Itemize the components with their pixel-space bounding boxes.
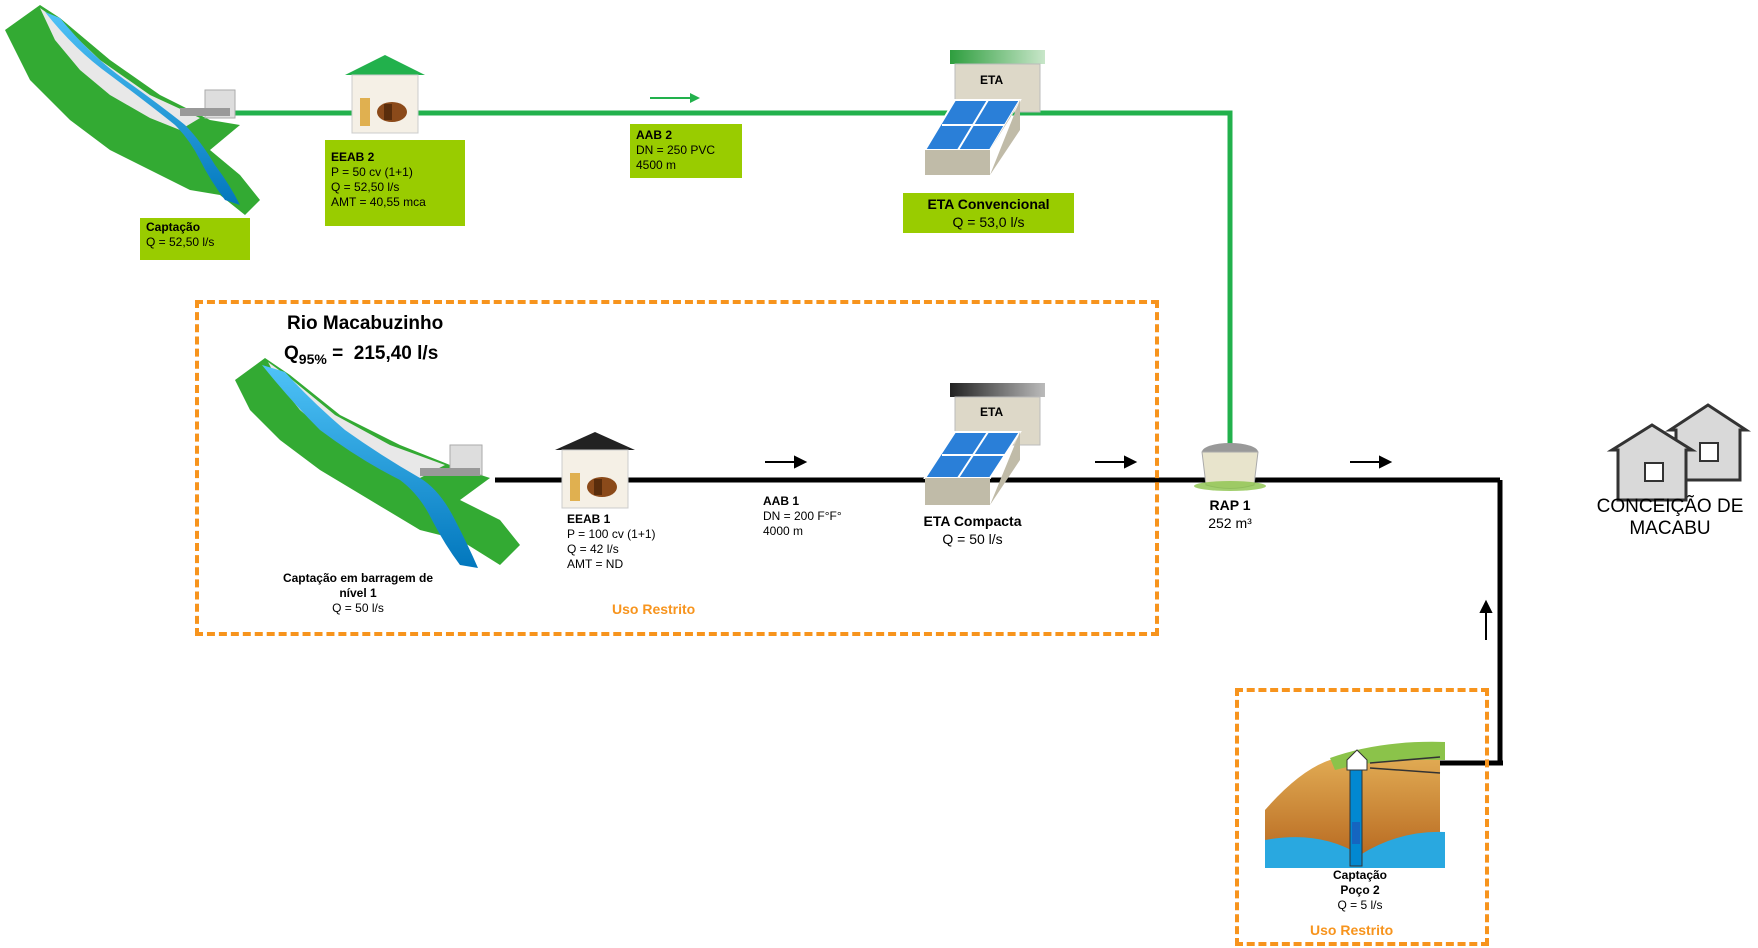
eta-compacta-title: ETA Compacta	[923, 513, 1022, 529]
eta-convencional-label: ETA Convencional Q = 53,0 l/s	[903, 193, 1074, 233]
river-intake-top-icon	[5, 5, 260, 215]
river-q-value: = 215,40 l/s	[332, 343, 439, 364]
well-title: Captação	[1332, 868, 1388, 882]
aab1-label: AAB 1 DN = 200 F°F° 4000 m	[763, 494, 842, 539]
river-flow-q95: Q95% = 215,40 l/s	[284, 343, 438, 370]
flow-arrow-icon	[1350, 455, 1393, 469]
eta-top-roof-label: ETA	[980, 73, 1003, 87]
well-label: Captação Poço 2 Q = 5 l/s	[1310, 868, 1410, 913]
green-flow-arrow-icon	[650, 93, 700, 103]
flow-arrows	[765, 455, 1493, 640]
captacao-top-title: Captação	[146, 220, 201, 234]
aab1-diameter: DN = 200 F°F°	[763, 509, 842, 523]
captacao-top-label: Captação Q = 52,50 l/s	[140, 218, 250, 260]
reservoir-icon	[1194, 443, 1266, 491]
aab2-title: AAB 2	[636, 128, 673, 142]
treatment-plant-top-icon	[923, 50, 1045, 175]
eeab1-power: P = 100 cv (1+1)	[567, 527, 656, 541]
aab1-title: AAB 1	[763, 494, 800, 508]
reservoir-volume: 252 m³	[1208, 515, 1252, 531]
aab2-diameter: DN = 250 PVC	[636, 143, 716, 157]
black-pipeline	[495, 477, 1503, 766]
well-flow: Q = 5 l/s	[1337, 898, 1383, 912]
well-icon	[1265, 741, 1445, 868]
river-q-sub: 95%	[298, 350, 327, 367]
captacao-barragem-title: Captação em barragem de	[282, 571, 434, 585]
treatment-plant-middle-icon	[923, 383, 1045, 505]
aab2-length: 4500 m	[636, 158, 677, 172]
river-name: Rio Macabuzinho	[287, 313, 444, 334]
houses-icon	[1606, 403, 1752, 502]
green-pipeline	[230, 110, 1233, 445]
restricted-use-label-middle: Uso Restrito	[612, 601, 696, 617]
river-q-symbol: Q	[284, 343, 299, 364]
restricted-area-well	[1235, 688, 1489, 946]
eeab1-flow: Q = 42 l/s	[567, 542, 619, 556]
eeab2-title: EEAB 2	[331, 150, 375, 164]
eeab1-title: EEAB 1	[567, 512, 611, 526]
eeab2-amt: AMT = 40,55 mca	[331, 195, 426, 209]
flow-arrow-up-icon	[1479, 599, 1493, 640]
captacao-barragem-title2: nível 1	[339, 586, 377, 600]
flow-arrow-icon	[1095, 455, 1138, 469]
restricted-area-middle	[195, 300, 1159, 636]
eta-convencional-title: ETA Convencional	[927, 196, 1050, 212]
aab1-length: 4000 m	[763, 524, 804, 538]
destination-line2: MACABU	[1629, 518, 1711, 539]
eta-middle-roof-label: ETA	[980, 405, 1003, 419]
restricted-use-label-well: Uso Restrito	[1310, 922, 1394, 938]
reservoir-title: RAP 1	[1209, 497, 1251, 513]
aab2-label: AAB 2 DN = 250 PVC 4500 m	[630, 124, 742, 178]
eta-compacta-label: ETA Compacta Q = 50 l/s	[900, 512, 1045, 548]
eeab1-amt: AMT = ND	[567, 557, 624, 571]
well-title2: Poço 2	[1340, 883, 1380, 897]
destination-line1: CONCEIÇÃO DE	[1596, 496, 1744, 517]
eeab1-label: EEAB 1 P = 100 cv (1+1) Q = 42 l/s AMT =…	[567, 512, 656, 572]
reservoir-label: RAP 1 252 m³	[1200, 496, 1260, 532]
destination-label: CONCEIÇÃO DE MACABU	[1585, 496, 1755, 540]
pump-house-middle-icon	[555, 432, 635, 509]
river-intake-middle-icon	[235, 358, 520, 568]
eeab2-label: EEAB 2 P = 50 cv (1+1) Q = 52,50 l/s AMT…	[325, 140, 465, 226]
flow-arrow-icon	[765, 455, 808, 469]
eta-compacta-flow: Q = 50 l/s	[942, 531, 1003, 547]
eta-convencional-flow: Q = 53,0 l/s	[952, 214, 1025, 230]
pump-house-icon	[345, 55, 425, 134]
eeab2-flow: Q = 52,50 l/s	[331, 180, 400, 194]
captacao-top-flow: Q = 52,50 l/s	[146, 235, 215, 249]
captacao-barragem-label: Captação em barragem de nível 1 Q = 50 l…	[268, 571, 448, 616]
captacao-barragem-flow: Q = 50 l/s	[332, 601, 384, 615]
eeab2-power: P = 50 cv (1+1)	[331, 165, 413, 179]
